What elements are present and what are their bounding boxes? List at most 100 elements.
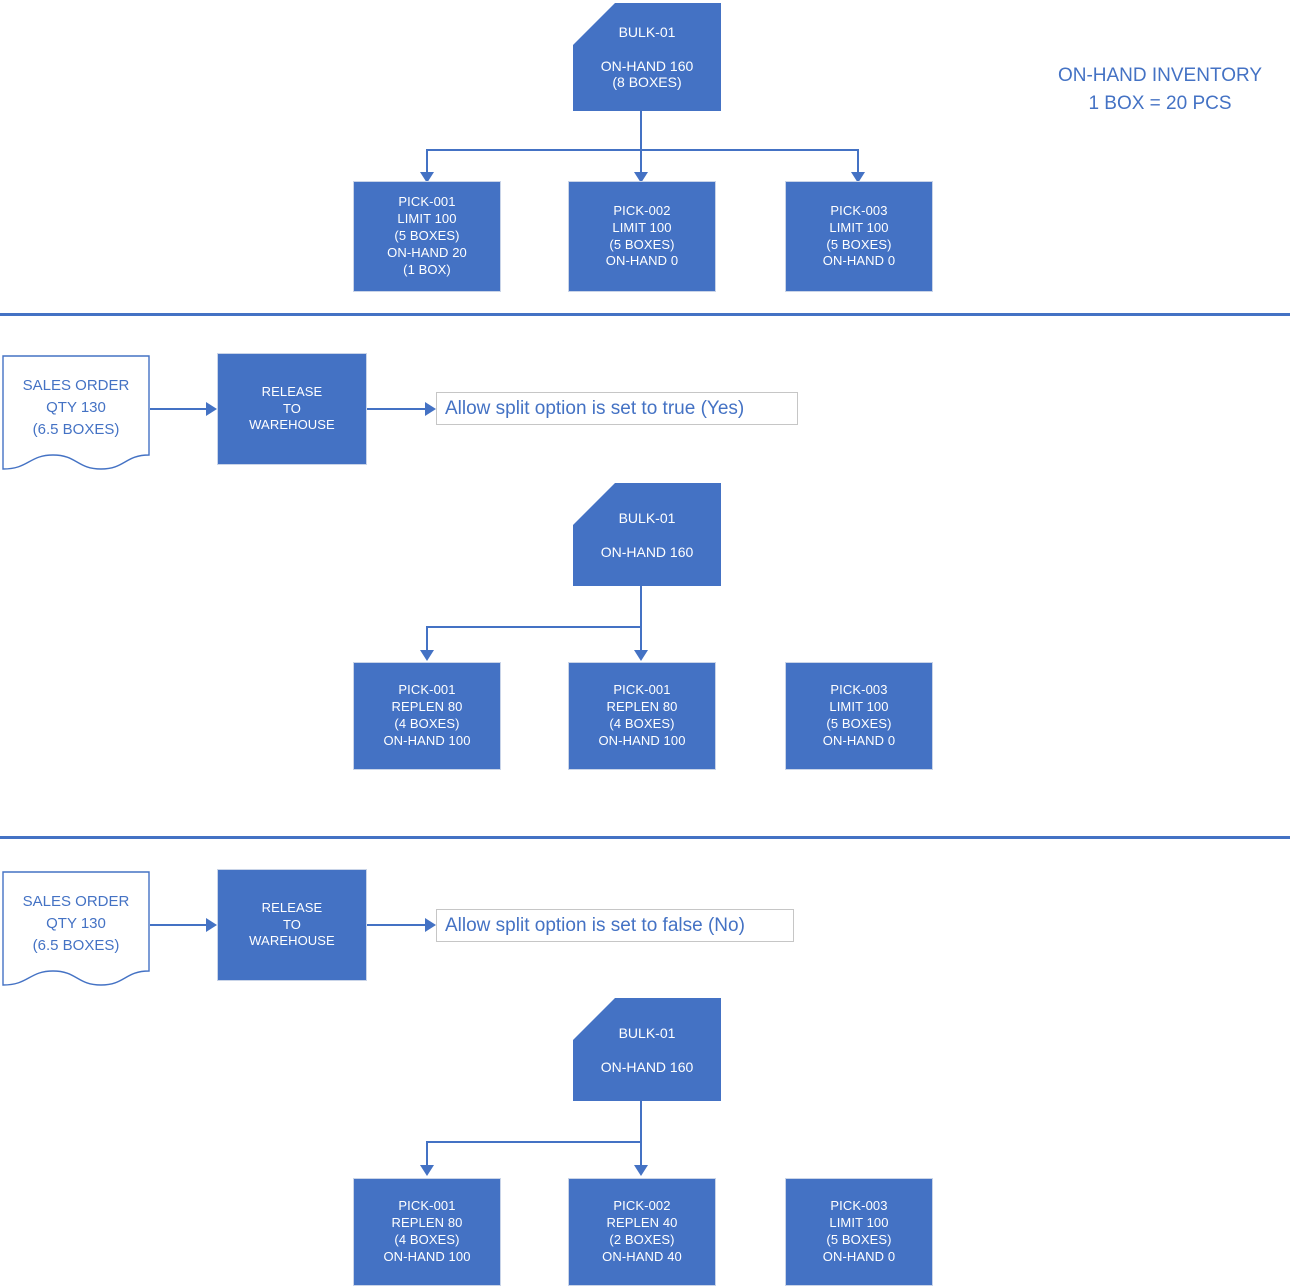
- pick-location-pick-003: PICK-003 LIMIT 100 (5 BOXES) ON-HAND 0: [785, 1178, 933, 1286]
- pick-line-4: ON-HAND 0: [822, 253, 896, 269]
- connector-drop-center: [640, 149, 642, 174]
- arrowhead-center: [634, 650, 648, 661]
- bulk-title: BULK-01: [618, 1024, 676, 1041]
- sales-order-text: SALES ORDER QTY 130 (6.5 BOXES): [2, 375, 150, 440]
- arrowhead-order-to-release: [206, 918, 217, 932]
- pick-line-1: PICK-002: [613, 202, 671, 218]
- pick-location-pick-002: PICK-002 REPLEN 40 (2 BOXES) ON-HAND 40: [568, 1178, 716, 1286]
- pick-line-3: (5 BOXES): [826, 236, 892, 252]
- connector-drop-left: [426, 626, 428, 652]
- release-line-1: RELEASE: [261, 899, 323, 915]
- pick-line-3: (5 BOXES): [826, 716, 892, 731]
- order-line-1: SALES ORDER: [22, 377, 130, 394]
- pick-line-1: PICK-001: [613, 682, 671, 698]
- connector-order-to-release: [150, 924, 206, 926]
- connector-order-to-release: [150, 408, 206, 410]
- bulk-line-1: ON-HAND 160: [600, 58, 694, 74]
- order-line-1: SALES ORDER: [22, 893, 130, 910]
- pick-line-1: PICK-001: [398, 682, 456, 698]
- release-line-1: RELEASE: [261, 383, 323, 399]
- connector-release-to-note: [367, 408, 428, 410]
- order-line-2: QTY 130: [46, 914, 106, 932]
- arrowhead-left: [420, 172, 434, 183]
- bulk-title: BULK-01: [618, 509, 676, 526]
- order-line-2: QTY 130: [46, 398, 106, 416]
- arrowhead-release-to-note: [425, 402, 436, 416]
- order-line-3: (6.5 BOXES): [32, 936, 120, 954]
- document-shape-icon: [2, 355, 150, 470]
- pick-line-3: (5 BOXES): [826, 1232, 892, 1247]
- pick-location-pick-001: PICK-001 REPLEN 80 (4 BOXES) ON-HAND 100: [353, 662, 501, 770]
- pick-line-4: ON-HAND 100: [383, 732, 471, 748]
- release-line-2: TO: [282, 400, 302, 416]
- pick-line-3: (4 BOXES): [394, 1232, 460, 1247]
- pick-location-pick-001: PICK-001 LIMIT 100 (5 BOXES) ON-HAND 20 …: [353, 181, 501, 292]
- pick-line-3: (4 BOXES): [394, 716, 460, 731]
- release-to-warehouse-false: RELEASE TO WAREHOUSE: [217, 869, 367, 981]
- pick-line-3: (5 BOXES): [394, 228, 460, 244]
- arrowhead-left: [420, 650, 434, 661]
- pick-line-1: PICK-003: [830, 1198, 888, 1214]
- pick-location-pick-002: PICK-002 LIMIT 100 (5 BOXES) ON-HAND 0: [568, 181, 716, 292]
- connector-drop-center: [640, 1141, 642, 1167]
- arrowhead-center: [634, 1165, 648, 1176]
- pick-line-2: LIMIT 100: [829, 1215, 889, 1231]
- connector-drop-left: [426, 149, 428, 174]
- pick-line-4: ON-HAND 0: [822, 1248, 896, 1264]
- pick-line-4: ON-HAND 20: [387, 244, 467, 260]
- sales-order-document-true: SALES ORDER QTY 130 (6.5 BOXES): [2, 355, 150, 470]
- pick-line-3: (4 BOXES): [609, 716, 675, 731]
- pick-line-2: LIMIT 100: [397, 211, 457, 227]
- connector-bus: [426, 1141, 642, 1143]
- connector-drop-center: [640, 626, 642, 652]
- pick-line-4: ON-HAND 40: [602, 1248, 682, 1264]
- arrowhead-left: [420, 1165, 434, 1176]
- bulk-line-1: ON-HAND 160: [600, 1058, 694, 1075]
- connector-stem: [640, 1101, 642, 1143]
- pick-location-pick-003: PICK-003 LIMIT 100 (5 BOXES) ON-HAND 0: [785, 181, 933, 292]
- pick-line-2: LIMIT 100: [829, 219, 889, 235]
- pick-line-4: ON-HAND 0: [605, 253, 679, 269]
- sales-order-text: SALES ORDER QTY 130 (6.5 BOXES): [2, 891, 150, 956]
- pick-location-pick-001-b: PICK-001 REPLEN 80 (4 BOXES) ON-HAND 100: [568, 662, 716, 770]
- bulk-node-split-true: BULK-01 ON-HAND 160: [573, 483, 721, 586]
- pick-location-pick-003: PICK-003 LIMIT 100 (5 BOXES) ON-HAND 0: [785, 662, 933, 770]
- pick-line-4: ON-HAND 100: [598, 732, 686, 748]
- allow-split-note-false: Allow split option is set to false (No): [436, 909, 794, 942]
- section-divider-2: [0, 836, 1290, 839]
- pick-line-2: REPLEN 40: [606, 1215, 678, 1231]
- pick-location-pick-001: PICK-001 REPLEN 80 (4 BOXES) ON-HAND 100: [353, 1178, 501, 1286]
- release-line-2: TO: [282, 916, 302, 932]
- connector-stem: [640, 111, 642, 151]
- bulk-node-initial: BULK-01 ON-HAND 160 (8 BOXES): [573, 3, 721, 111]
- sales-order-document-false: SALES ORDER QTY 130 (6.5 BOXES): [2, 871, 150, 986]
- order-line-3: (6.5 BOXES): [32, 420, 120, 438]
- allow-split-note-true: Allow split option is set to true (Yes): [436, 392, 798, 425]
- bulk-title: BULK-01: [618, 24, 676, 40]
- pick-line-2: LIMIT 100: [612, 219, 672, 235]
- connector-drop-left: [426, 1141, 428, 1167]
- pick-line-2: REPLEN 80: [391, 699, 463, 715]
- pick-line-2: REPLEN 80: [391, 1215, 463, 1231]
- section-divider-1: [0, 313, 1290, 316]
- pick-line-1: PICK-002: [613, 1198, 671, 1214]
- pick-line-2: REPLEN 80: [606, 699, 678, 715]
- pick-line-1: PICK-001: [398, 1198, 456, 1214]
- bulk-line-1: ON-HAND 160: [600, 543, 694, 560]
- connector-bus: [426, 149, 858, 151]
- connector-bus: [426, 626, 642, 628]
- connector-release-to-note: [367, 924, 428, 926]
- arrowhead-release-to-note: [425, 918, 436, 932]
- pick-line-4: ON-HAND 0: [822, 732, 896, 748]
- legend-line-2: 1 BOX = 20 PCS: [1088, 92, 1232, 114]
- pick-line-1: PICK-003: [830, 202, 888, 218]
- legend: ON-HAND INVENTORY 1 BOX = 20 PCS: [1040, 62, 1280, 117]
- pick-line-3: (5 BOXES): [609, 236, 675, 252]
- pick-line-1: PICK-001: [398, 194, 456, 210]
- document-shape-icon: [2, 871, 150, 986]
- connector-stem: [640, 586, 642, 628]
- pick-line-2: LIMIT 100: [829, 699, 889, 715]
- pick-line-1: PICK-003: [830, 682, 888, 698]
- release-to-warehouse-true: RELEASE TO WAREHOUSE: [217, 353, 367, 465]
